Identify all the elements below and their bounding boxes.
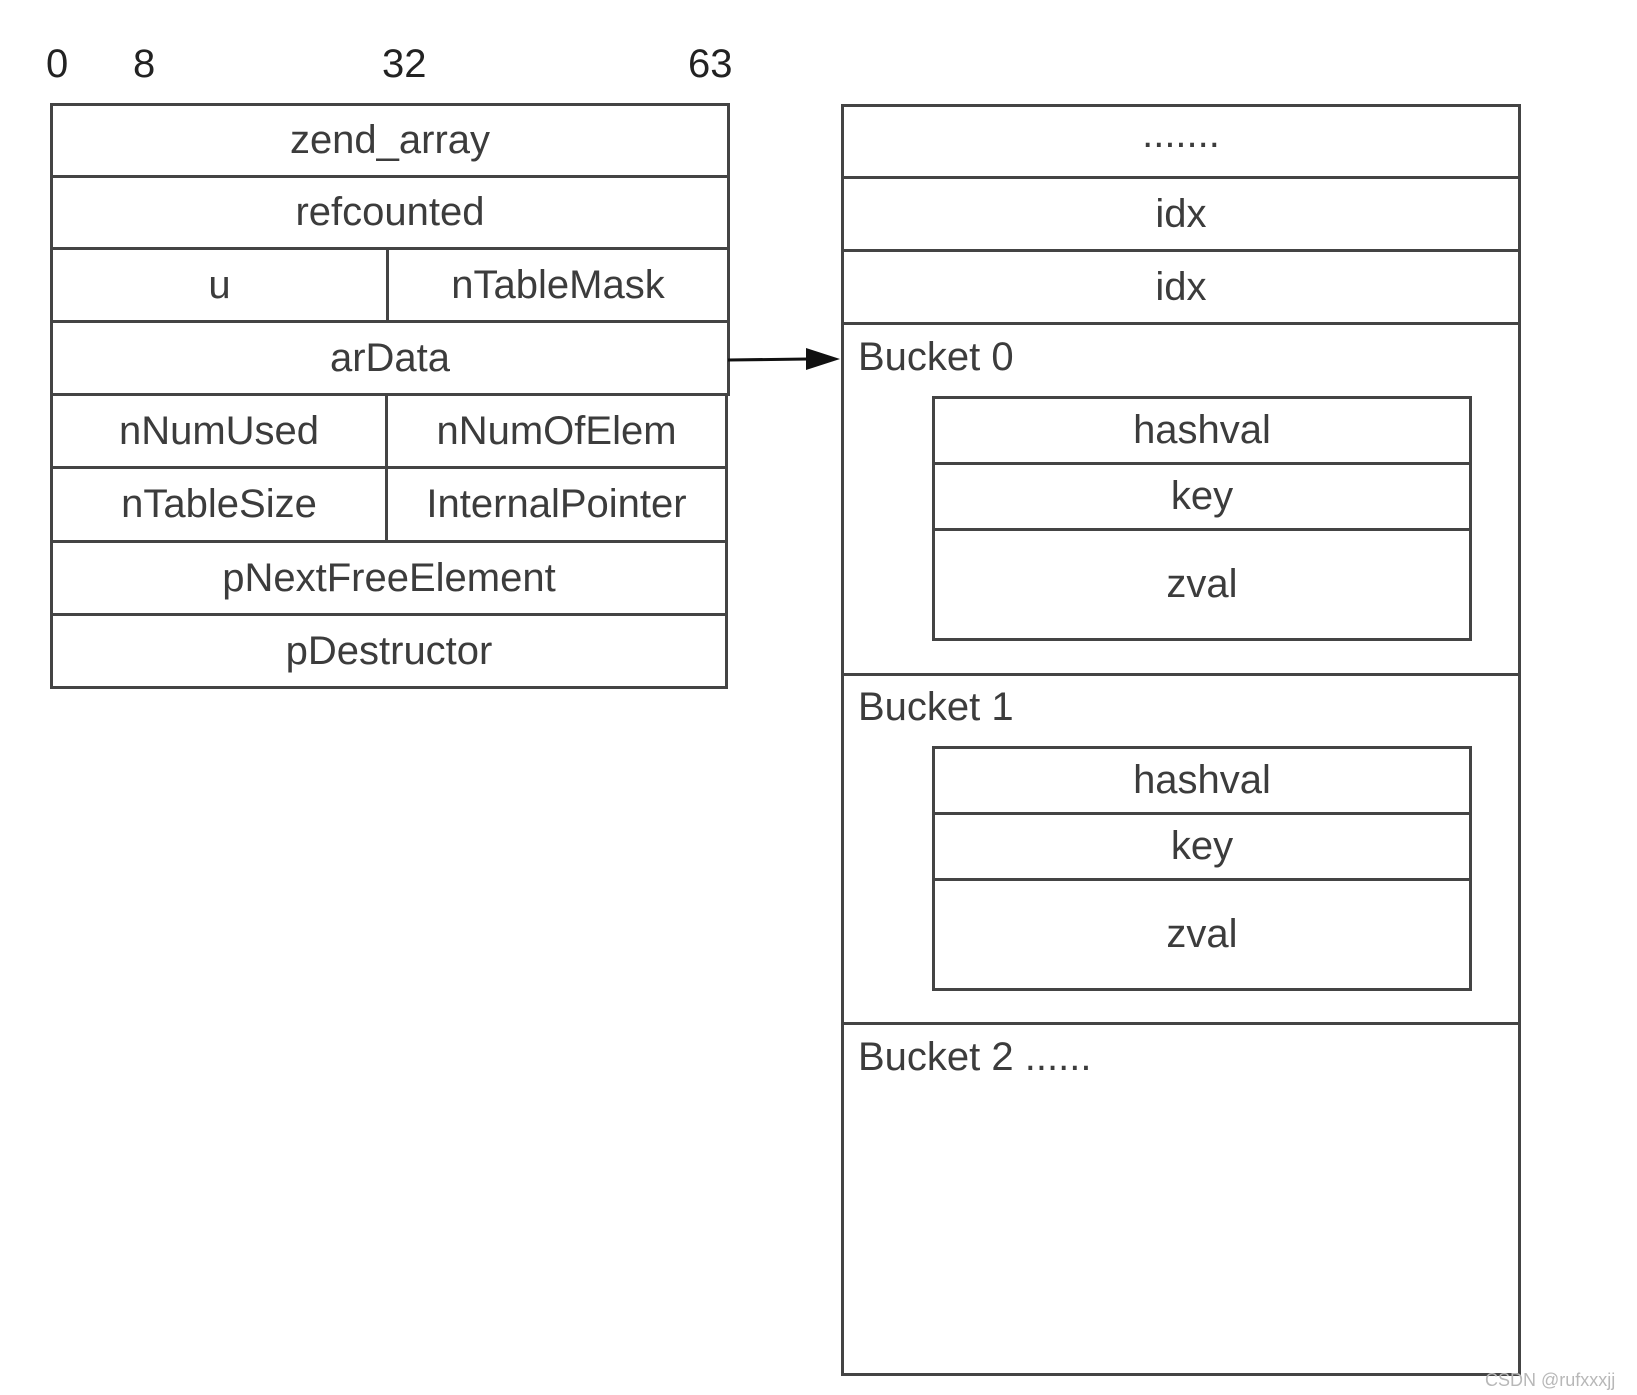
- bucket-1-hashval: hashval: [932, 746, 1472, 815]
- bucket-0-zval: zval: [932, 528, 1472, 641]
- bit-label-63: 63: [688, 42, 733, 86]
- struct-title-cell: zend_array: [50, 103, 730, 178]
- ntablemask-cell: nTableMask: [386, 247, 730, 323]
- bucket-0-key: key: [932, 462, 1472, 531]
- bucket-2: [841, 1022, 1521, 1376]
- bucket-1-zval: zval: [932, 878, 1472, 991]
- refcounted-cell: refcounted: [50, 175, 730, 250]
- nnumused-cell: nNumUsed: [50, 393, 388, 469]
- bucket-2-label: Bucket 2 ......: [858, 1035, 1092, 1079]
- bucket-0-hashval: hashval: [932, 396, 1472, 465]
- bit-label-32: 32: [382, 42, 427, 86]
- idx-cell-2: idx: [841, 249, 1521, 325]
- u-cell: u: [50, 247, 389, 323]
- bit-label-0: 0: [46, 42, 69, 86]
- idx-cell-1: idx: [841, 176, 1521, 252]
- watermark: CSDN @rufxxxjj: [1485, 1370, 1616, 1390]
- bit-label-8: 8: [133, 42, 156, 86]
- bucket-1-key: key: [932, 812, 1472, 881]
- bucket-0-label: Bucket 0: [858, 335, 1014, 379]
- bucket-1-label: Bucket 1: [858, 685, 1014, 729]
- data-ellipsis-cell: .......: [841, 104, 1521, 179]
- nnumofelem-cell: nNumOfElem: [385, 393, 728, 469]
- pdestructor-cell: pDestructor: [50, 613, 728, 689]
- internalpointer-cell: InternalPointer: [385, 466, 728, 543]
